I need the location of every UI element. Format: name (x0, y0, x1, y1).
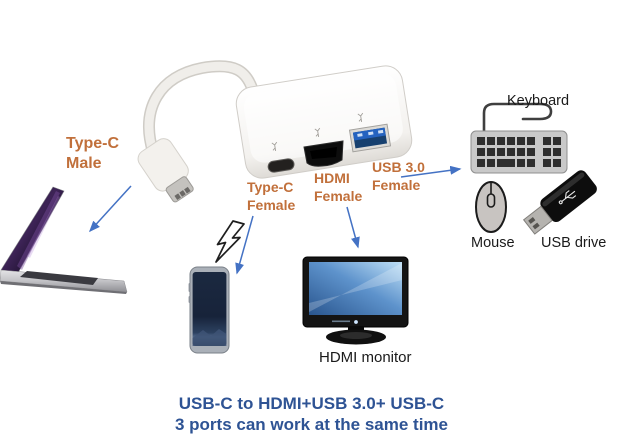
label-usb-drive: USB drive (541, 235, 607, 251)
keyboard-icon (470, 102, 568, 174)
label-type-c-male-line2: Male (66, 155, 102, 173)
usb3-female-port (348, 123, 392, 153)
usb-drive-icon (522, 170, 597, 235)
usb-c-hub-adapter (235, 65, 413, 179)
label-hdmi-monitor: HDMI monitor (319, 349, 412, 366)
label-hdmi-female-line2: Female (314, 187, 363, 204)
label-type-c-male: Type-C Male (66, 134, 119, 175)
type-c-male-plug (137, 138, 194, 203)
smartphone-icon (188, 266, 230, 354)
label-mouse: Mouse (471, 235, 515, 251)
arrow-to-keyboard (400, 165, 462, 178)
arrow-to-monitor (346, 206, 360, 249)
caption: USB-C to HDMI+USB 3.0+ USB-C 3 ports can… (0, 393, 623, 435)
monitor-icon (302, 256, 409, 345)
usb-c-cable (143, 60, 258, 158)
lightning-bolt-icon (215, 220, 245, 263)
arrow-to-laptop (88, 185, 132, 233)
label-keyboard: Keyboard (507, 93, 570, 109)
laptop-icon (0, 186, 128, 294)
arrow-to-phone (235, 215, 254, 275)
caption-line2: 3 ports can work at the same time (174, 415, 449, 434)
label-type-c-male-line1: Type-C (66, 135, 120, 152)
label-type-c-female-line2: Female (247, 196, 296, 213)
label-usb3-female-line2: Female (372, 176, 421, 193)
label-usb3-female-line1: USB 3.0 (372, 159, 425, 175)
mouse-icon (475, 181, 507, 233)
hdmi-female-port (303, 140, 344, 167)
label-hdmi-female-line1: HDMI (314, 170, 350, 186)
caption-line1: USB-C to HDMI+USB 3.0+ USB-C (178, 394, 445, 413)
usb-c-female-port (267, 158, 295, 173)
label-type-c-female-line1: Type-C (247, 179, 294, 195)
